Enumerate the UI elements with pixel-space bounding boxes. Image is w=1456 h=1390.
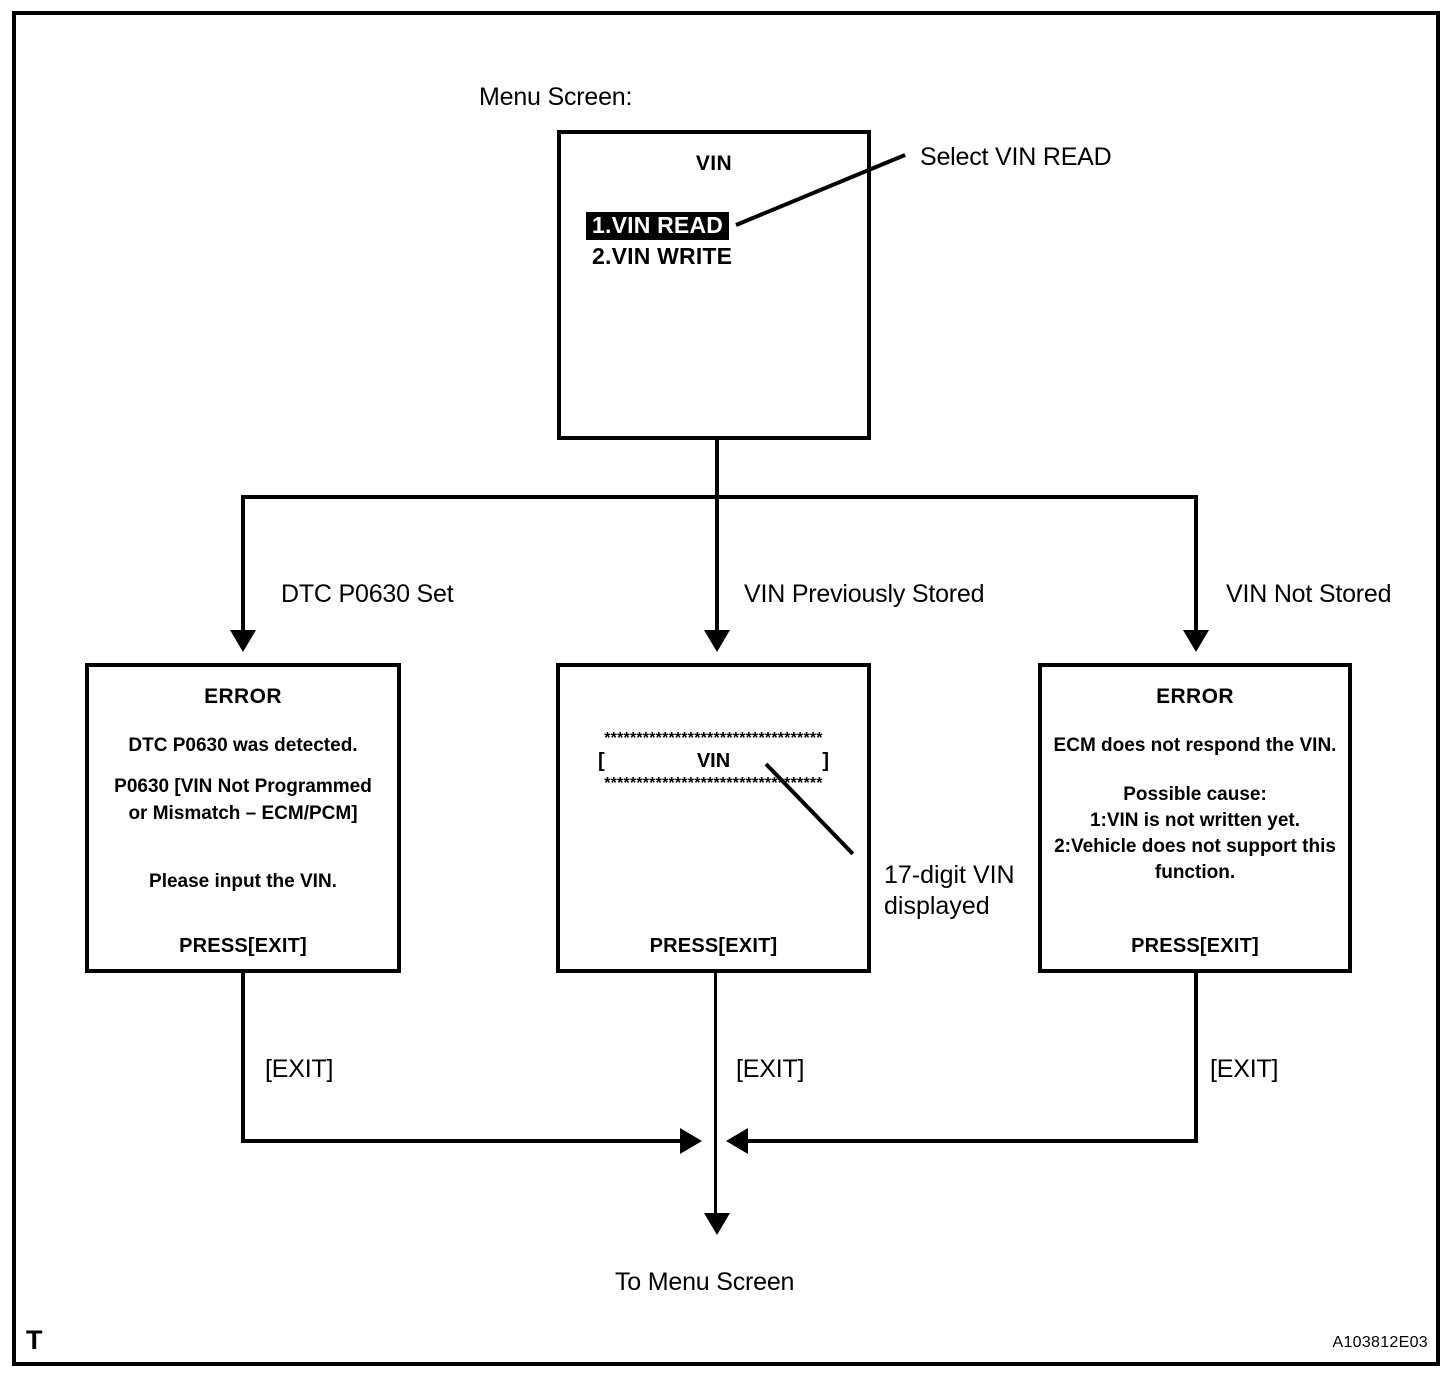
branch-label-dtc-p0630-set: DTC P0630 Set [281, 580, 454, 608]
to-menu-screen-caption: To Menu Screen [615, 1268, 795, 1296]
menu-screen-box: VIN 1.VIN READ 2.VIN WRITE [557, 130, 871, 440]
vin-bracket-open: [ [598, 750, 605, 772]
corner-mark-t: T [26, 1325, 43, 1355]
menu-screen-caption: Menu Screen: [479, 83, 633, 111]
page-border [12, 11, 1440, 1366]
menu-to-bus-connector [715, 437, 719, 497]
vin-callout-line-2: displayed [884, 892, 990, 921]
figure-code: A103812E03 [1332, 1334, 1428, 1351]
return-right-horizontal [748, 1139, 1198, 1143]
vin-bracket-close: ] [822, 750, 829, 772]
error-right-press-exit: PRESS[EXIT] [1131, 935, 1259, 957]
branch-right-line [1194, 495, 1198, 635]
branch-bus-line [241, 495, 1198, 499]
vin-value-row: [ VIN ] [560, 747, 867, 776]
menu-item-vin-write[interactable]: 2.VIN WRITE [592, 243, 733, 269]
vin-label: VIN [696, 750, 731, 772]
error-left-press-exit: PRESS[EXIT] [179, 935, 307, 957]
vin-screen-box: ********************************** [ VIN… [556, 663, 871, 973]
return-center-vertical [714, 973, 717, 1221]
exit-label-left: [EXIT] [265, 1055, 334, 1083]
error-left-line-4: Please input the VIN. [149, 871, 337, 892]
error-left-line-2: P0630 [VIN Not Programmed [114, 776, 372, 797]
error-screen-left-box: ERROR DTC P0630 was detected. P0630 [VIN… [85, 663, 401, 973]
return-right-vertical [1194, 973, 1198, 1143]
return-left-horizontal [241, 1139, 683, 1143]
select-vin-read-callout: Select VIN READ [920, 143, 1112, 171]
return-center-arrow [704, 1213, 730, 1235]
vin-screen-press-exit: PRESS[EXIT] [649, 935, 778, 957]
return-left-vertical [241, 973, 245, 1143]
vin-callout-line-1: 17-digit VIN [884, 861, 1015, 889]
branch-left-arrow [230, 630, 256, 652]
error-right-title: ERROR [1156, 685, 1234, 708]
error-right-line-4: 2:Vehicle does not support this [1054, 836, 1336, 857]
error-right-line-3: 1:VIN is not written yet. [1089, 810, 1301, 831]
menu-item-vin-read[interactable]: 1.VIN READ [586, 212, 730, 240]
exit-label-center: [EXIT] [736, 1055, 805, 1083]
error-left-title: ERROR [204, 685, 282, 708]
exit-label-right: [EXIT] [1210, 1055, 1279, 1083]
vin-stars-bottom: ********************************** [604, 775, 823, 792]
vin-callout-text: 17-digit VIN displayed [884, 860, 1015, 923]
branch-center-arrow [704, 630, 730, 652]
error-right-line-5: function. [1154, 862, 1236, 883]
branch-left-line [241, 495, 245, 635]
vin-stars-top: ********************************** [604, 730, 823, 747]
menu-screen-list: 1.VIN READ 2.VIN WRITE [586, 212, 738, 274]
branch-right-arrow [1183, 630, 1209, 652]
error-left-line-1: DTC P0630 was detected. [128, 735, 358, 756]
return-right-arrow [726, 1128, 748, 1154]
branch-label-vin-previously-stored: VIN Previously Stored [744, 580, 985, 608]
branch-center-line [715, 495, 719, 635]
error-screen-right-box: ERROR ECM does not respond the VIN. Poss… [1038, 663, 1352, 973]
menu-screen-title: VIN [695, 152, 733, 175]
error-right-line-2: Possible cause: [1123, 784, 1267, 805]
error-right-line-1: ECM does not respond the VIN. [1053, 735, 1337, 756]
return-left-arrow [680, 1128, 702, 1154]
error-left-line-3: or Mismatch – ECM/PCM] [128, 803, 358, 824]
vin-display-block: ********************************** [ VIN… [560, 731, 867, 792]
branch-label-vin-not-stored: VIN Not Stored [1226, 580, 1392, 608]
